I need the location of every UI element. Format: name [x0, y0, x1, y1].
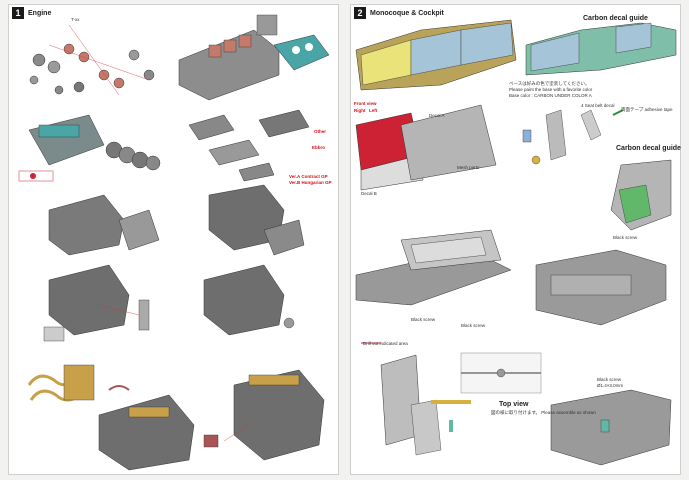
engine-step-accessories	[188, 109, 310, 182]
engine-illustrations	[18, 14, 330, 471]
monocoque-side-assembly	[535, 249, 667, 326]
monocoque-carbon-decal-main	[355, 19, 517, 91]
label-jp-note: ベースは好みの色で塗装してください。	[509, 81, 590, 86]
label-carbon-guide-top: Carbon decal guide	[583, 15, 648, 22]
label-black-screw-3: Black screw	[613, 235, 638, 240]
label-front-view: Front view	[354, 101, 377, 106]
engine-step-assembly-a	[48, 184, 305, 256]
engine-step-parts-explode	[29, 24, 155, 96]
monocoque-final-assembly	[550, 389, 672, 466]
label-version-b: Ver.B Hungarian GP	[289, 180, 332, 185]
label-version-a: Ver.A Contract GP	[289, 174, 328, 179]
label-base-color: Base color : CARBON UNDER COLOR A	[509, 93, 592, 98]
label-adhesive-tape: 両面テープ adhesive tape	[621, 107, 673, 112]
monocoque-bulkhead-parts	[380, 354, 471, 456]
label-black-screw-size: Ø1.4×3.0mm	[597, 383, 624, 388]
label-black-screw-4: Black screw	[597, 377, 622, 382]
label-ebbro: Ebbro	[312, 145, 325, 150]
section-header-engine: 1 Engine	[12, 7, 51, 19]
engine-step-head	[178, 14, 330, 101]
monocoque-carbon-decal-guide	[525, 22, 677, 76]
engine-step-exhaust	[27, 364, 325, 471]
label-other: Other	[314, 129, 327, 134]
monocoque-floor-assembly	[355, 229, 512, 306]
section-number: 1	[12, 7, 24, 19]
section-header-monocoque: 2 Monocoque & Cockpit	[354, 7, 444, 19]
label-black-screw-2: Black screw	[461, 323, 486, 328]
cockpit-seat-tub	[610, 159, 672, 231]
front-view-cockpit	[355, 104, 497, 191]
section-title: Engine	[28, 9, 52, 17]
label-callout-top: T-xx	[71, 17, 80, 22]
label-left: Left	[369, 108, 378, 113]
label-decal-a: Decal A	[429, 113, 445, 118]
monocoque-illustrations	[355, 19, 677, 466]
top-view-frame	[460, 352, 542, 394]
cockpit-seat-parts	[522, 109, 624, 165]
section-title: Monocoque & Cockpit	[370, 9, 444, 17]
right-instruction-page: 2 Monocoque & Cockpit	[350, 4, 681, 475]
engine-step-assembly-b	[43, 264, 295, 342]
label-top-view-note: 図の様に取り付けます。 Please assemble as shown	[491, 410, 596, 415]
label-right: Right	[354, 108, 366, 113]
left-instruction-page: 1 Engine	[8, 4, 339, 475]
label-seat-belt: 4 Seat belt decal	[581, 103, 615, 108]
label-carbon-guide-seat: Carbon decal guide	[616, 145, 681, 152]
label-drill-note: Drill out indicated area	[363, 341, 408, 346]
section-number: 2	[354, 7, 366, 19]
label-paint-note: Please paint the base with a favorite co…	[509, 87, 593, 92]
label-top-view: Top view	[499, 401, 529, 408]
label-black-screw-1: Black screw	[411, 317, 436, 322]
label-decal-b: Decal B	[361, 191, 377, 196]
label-mesh-parts: Mesh parts	[457, 165, 480, 170]
engine-step-block	[18, 114, 161, 182]
